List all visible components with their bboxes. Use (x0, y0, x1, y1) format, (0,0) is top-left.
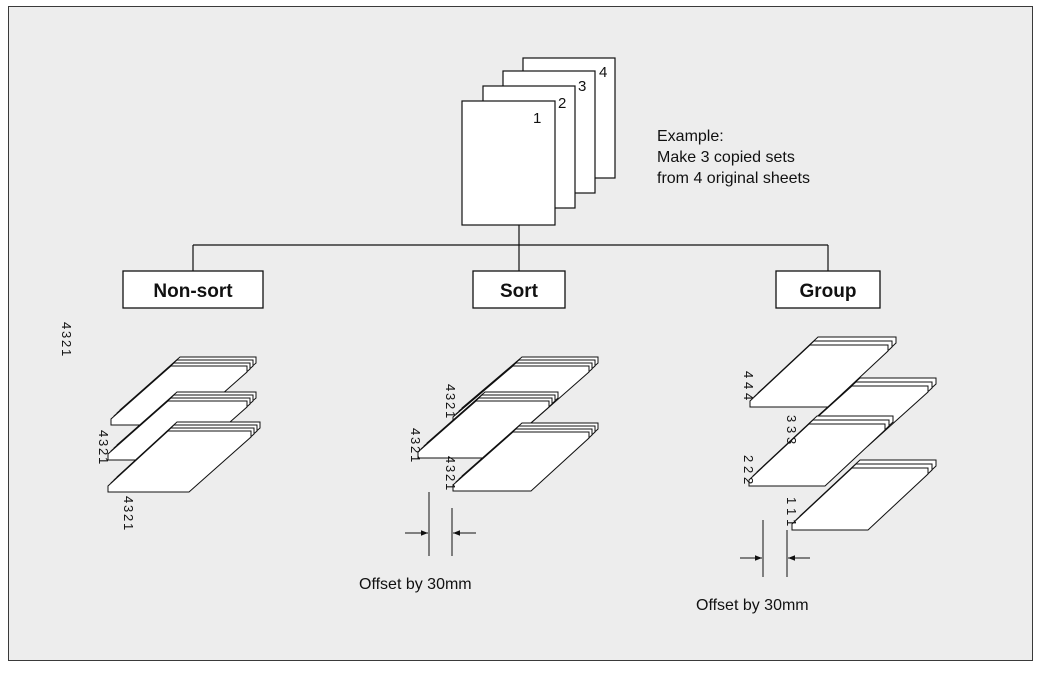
svg-text:3: 3 (59, 331, 74, 338)
svg-text:3: 3 (443, 393, 458, 400)
svg-text:3: 3 (784, 415, 799, 422)
svg-text:2: 2 (443, 474, 458, 481)
svg-text:1: 1 (443, 411, 458, 418)
non-sort-stacks (107, 356, 261, 493)
group-offset-label: Offset by 30mm (696, 597, 809, 614)
svg-text:4: 4 (741, 393, 756, 400)
sort-top-numbers: 4 3 2 1 (443, 384, 458, 418)
non-sort-label: Non-sort (153, 281, 233, 302)
non-sort-box (122, 270, 264, 309)
sort-offset-dimension (405, 492, 476, 556)
sort-stacks (417, 356, 599, 492)
svg-text:4: 4 (443, 384, 458, 391)
sort-bottom-numbers: 4 3 2 1 (443, 456, 458, 490)
sort-middle-numbers: 4 3 2 1 (408, 428, 423, 462)
sort-box (472, 270, 566, 309)
group-stacks (748, 336, 937, 531)
svg-text:1: 1 (96, 457, 111, 464)
example-heading: Example: (657, 128, 724, 145)
svg-text:3: 3 (784, 437, 799, 444)
svg-text:4: 4 (443, 456, 458, 463)
svg-text:2: 2 (59, 340, 74, 347)
svg-text:1: 1 (784, 508, 799, 515)
svg-text:1: 1 (443, 483, 458, 490)
svg-text:3: 3 (784, 426, 799, 433)
svg-text:1: 1 (408, 455, 423, 462)
svg-text:4: 4 (121, 496, 136, 503)
svg-text:2: 2 (121, 514, 136, 521)
group-number-labels: 4 4 4 3 3 3 2 2 2 1 1 1 (741, 371, 799, 526)
non-sort-bottom-numbers: 4 3 2 1 (121, 496, 136, 530)
original-page-number: 3 (578, 78, 586, 95)
svg-text:4: 4 (741, 371, 756, 378)
original-page-number: 2 (558, 95, 566, 112)
svg-text:4: 4 (741, 382, 756, 389)
example-text-line: from 4 original sheets (657, 170, 810, 187)
original-sheet-1 (461, 100, 556, 226)
original-page-number: 1 (533, 110, 541, 127)
sort-label: Sort (500, 281, 539, 302)
svg-text:1: 1 (784, 519, 799, 526)
svg-text:2: 2 (741, 455, 756, 462)
svg-text:2: 2 (96, 448, 111, 455)
svg-text:4: 4 (59, 322, 74, 329)
svg-text:2: 2 (443, 402, 458, 409)
svg-text:3: 3 (96, 439, 111, 446)
svg-text:3: 3 (408, 437, 423, 444)
tree-connectors (192, 225, 829, 271)
non-sort-top-numbers: 4 3 2 1 (59, 322, 74, 356)
example-text-line: Make 3 copied sets (657, 149, 795, 166)
svg-text:2: 2 (408, 446, 423, 453)
svg-text:1: 1 (59, 349, 74, 356)
svg-text:1: 1 (121, 523, 136, 530)
sort-offset-label: Offset by 30mm (359, 576, 472, 593)
svg-text:2: 2 (741, 466, 756, 473)
group-offset-dimension (740, 520, 810, 577)
non-sort-side-numbers: 4 3 2 1 (96, 430, 111, 464)
svg-text:4: 4 (408, 428, 423, 435)
original-sheets (461, 57, 616, 226)
svg-text:4: 4 (96, 430, 111, 437)
svg-text:1: 1 (784, 497, 799, 504)
svg-text:2: 2 (741, 477, 756, 484)
svg-text:3: 3 (121, 505, 136, 512)
group-label: Group (800, 281, 857, 302)
original-page-number: 4 (599, 64, 607, 81)
group-box (775, 270, 881, 309)
svg-text:3: 3 (443, 465, 458, 472)
